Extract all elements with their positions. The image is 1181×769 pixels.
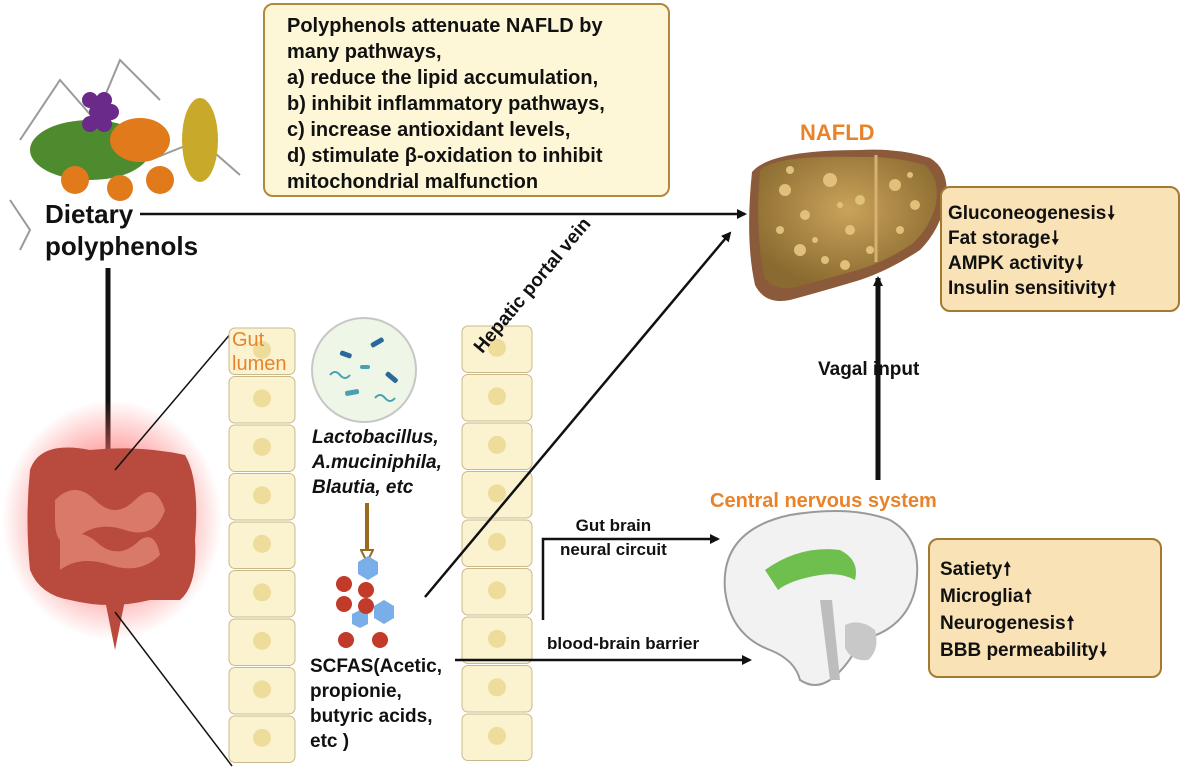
arrow-down-icon: 🠗 (1075, 253, 1084, 273)
fat-droplet (776, 226, 784, 234)
fat-droplet (794, 244, 806, 256)
gut-bacteria-illustration (311, 317, 417, 423)
liver-illustration (749, 149, 947, 301)
effect-row: Satiety🠕 (940, 556, 1160, 583)
fat-droplet (910, 200, 920, 210)
arrow-portal-vein (424, 231, 732, 598)
fat-droplets (776, 166, 920, 270)
gut-brain-label: Gut brain neural circuit (560, 516, 667, 559)
effect-row: Microglia🠕 (940, 583, 1160, 610)
cell-nucleus (488, 484, 506, 503)
cell-nucleus (488, 678, 506, 697)
effect-label: Insulin sensitivity (948, 278, 1108, 299)
summary-line: c) increase antioxidant levels, (287, 119, 571, 141)
effect-row: Neurogenesis🠕 (940, 610, 1160, 637)
cell-nucleus (488, 629, 506, 648)
fat-droplet (821, 256, 829, 264)
cell-nucleus (488, 726, 506, 745)
arrow-up-icon: 🠕 (1066, 613, 1075, 633)
gut-epithelium-left (228, 327, 296, 763)
brain-illustration (723, 510, 919, 686)
polyphenol-foods-illustration (9, 58, 241, 251)
summary-line: b) inhibit inflammatory pathways, (287, 93, 605, 115)
cell-nucleus (253, 680, 271, 699)
pumpkin-icon (110, 118, 170, 162)
fat-droplet (779, 184, 791, 196)
fat-droplet (889, 179, 901, 191)
cns-title: Central nervous system (710, 490, 937, 512)
intestine-illustration (2, 400, 222, 650)
cell-nucleus (253, 728, 271, 747)
scfa-molecules-illustration (336, 556, 394, 648)
summary-line: a) reduce the lipid accumulation, (287, 67, 599, 89)
fat-droplet (786, 166, 794, 174)
vagal-input-label: Vagal input (818, 359, 920, 380)
effect-label: Microglia (940, 586, 1024, 607)
effect-label: Neurogenesis (940, 613, 1066, 634)
summary-line: mitochondrial malfunction (287, 171, 539, 193)
cell-nucleus (488, 581, 506, 600)
cell-nucleus (253, 583, 271, 602)
fat-droplet (800, 210, 810, 220)
summary-box: Polyphenols attenuate NAFLD by many path… (263, 3, 670, 197)
fat-droplet (896, 226, 904, 234)
fat-droplet (840, 260, 850, 270)
cell-nucleus (488, 387, 506, 406)
fat-droplet (907, 172, 913, 178)
effect-label: Satiety (940, 559, 1003, 580)
effect-label: Fat storage (948, 228, 1051, 249)
cell-nucleus (253, 631, 271, 650)
summary-line: Polyphenols attenuate NAFLD by (287, 15, 603, 37)
scfa-label: SCFAS(Acetic, propionie, butyric acids, … (310, 656, 442, 752)
effect-row: Fat storage🠗 (948, 226, 1178, 251)
arrow-down-icon: 🠗 (1107, 203, 1116, 223)
summary-line: d) stimulate β-oxidation to inhibit (287, 145, 603, 167)
cell-nucleus (488, 338, 506, 357)
arrow-down-icon: 🠗 (1099, 640, 1108, 660)
effect-row: Gluconeogenesis🠗 (948, 201, 1178, 226)
arrow-up-icon: 🠕 (1108, 278, 1117, 298)
dietary-polyphenols-label: Dietary polyphenols (45, 199, 199, 261)
fat-droplet (855, 195, 865, 205)
effect-label: BBB permeability (940, 640, 1099, 661)
fat-droplet (812, 237, 818, 243)
arrow-up-icon: 🠕 (1024, 586, 1033, 606)
brain-effects-box: Satiety🠕Microglia🠕Neurogenesis🠕BBB perme… (928, 538, 1162, 678)
effect-row: BBB permeability🠗 (940, 637, 1160, 664)
cell-nucleus (253, 389, 271, 408)
arrow-up-icon: 🠕 (1003, 559, 1012, 579)
effect-label: Gluconeogenesis (948, 203, 1107, 224)
gut-epithelium-right (461, 325, 533, 761)
summary-line: many pathways, (287, 41, 442, 63)
arrow-down-icon: 🠗 (1051, 228, 1060, 248)
effect-label: AMPK activity (948, 253, 1075, 274)
fat-droplet (823, 173, 837, 187)
cell-nucleus (488, 435, 506, 454)
grapes-icon (82, 92, 119, 132)
bacteria-label: Lactobacillus, A.muciniphila, Blautia, e… (312, 427, 442, 498)
effect-row: Insulin sensitivity🠕 (948, 276, 1178, 301)
bbb-label: blood-brain barrier (547, 634, 700, 653)
cell-nucleus (253, 340, 271, 359)
cell-nucleus (253, 437, 271, 456)
fat-droplet (837, 202, 843, 208)
nafld-title: NAFLD (800, 120, 875, 145)
fat-droplet (845, 225, 855, 235)
bitter-gourd-icon (182, 98, 218, 182)
cell-nucleus (253, 534, 271, 553)
cell-nucleus (488, 532, 506, 551)
arrow-gut-brain-circuit (541, 534, 720, 620)
effect-row: AMPK activity🠗 (948, 251, 1178, 276)
fat-droplet (866, 246, 874, 254)
gut-lumen-label: Gut lumen (232, 329, 287, 375)
cell-nucleus (253, 486, 271, 505)
liver-effects-box: Gluconeogenesis🠗Fat storage🠗AMPK activit… (940, 186, 1180, 312)
